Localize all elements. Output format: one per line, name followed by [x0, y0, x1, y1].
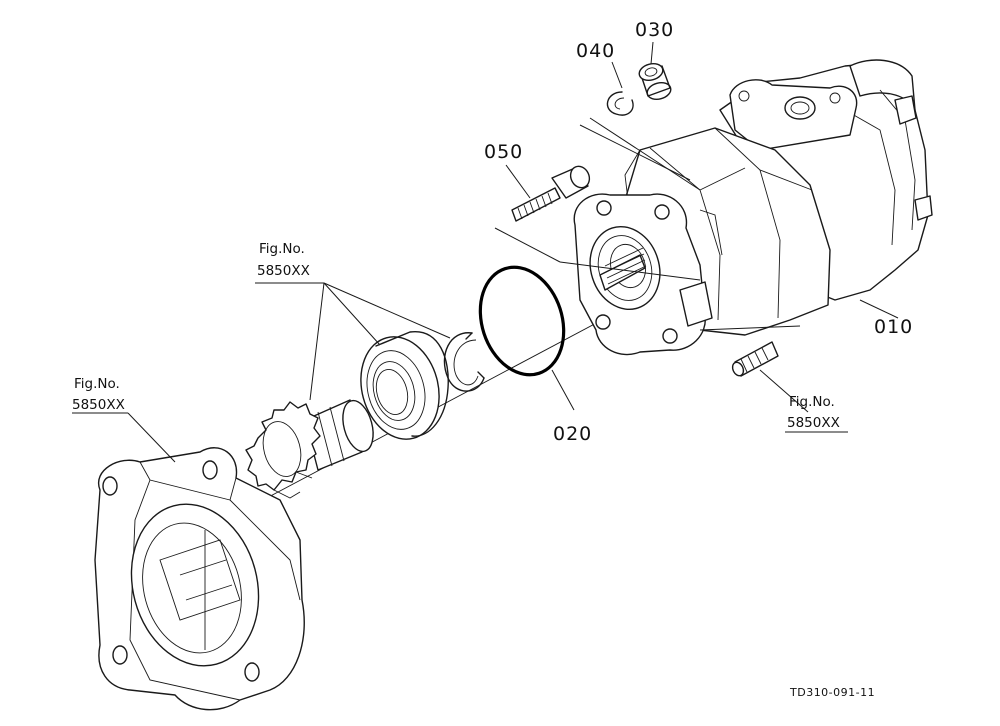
part-label-040: 040 [576, 40, 615, 62]
dowel-pin [731, 341, 779, 377]
collar-030 [638, 62, 672, 101]
part-label-030: 030 [635, 19, 674, 41]
fig-ref-shaft-line1: Fig.No. [259, 241, 305, 257]
retaining-ring [443, 332, 485, 392]
pump-body-010 [573, 59, 933, 356]
fig-ref-dowel-line1: Fig.No. [789, 394, 835, 410]
snap-ring-040 [606, 91, 634, 116]
bolt-050 [511, 165, 591, 222]
fig-ref-cover-line1: Fig.No. [74, 376, 120, 392]
o-ring-020 [478, 265, 566, 377]
fig-ref-cover-line2: 5850XX [72, 397, 125, 413]
fig-ref-dowel-line2: 5850XX [787, 415, 840, 431]
part-label-020: 020 [553, 423, 592, 445]
ball-bearing [360, 331, 449, 440]
part-label-050: 050 [484, 141, 523, 163]
leader-lines [72, 41, 899, 463]
fig-ref-shaft-line2: 5850XX [257, 263, 310, 279]
drawing-code: TD310-091-11 [789, 686, 875, 699]
part-label-010: 010 [874, 316, 913, 338]
front-cover [94, 447, 305, 711]
drive-gear-shaft [245, 399, 374, 499]
